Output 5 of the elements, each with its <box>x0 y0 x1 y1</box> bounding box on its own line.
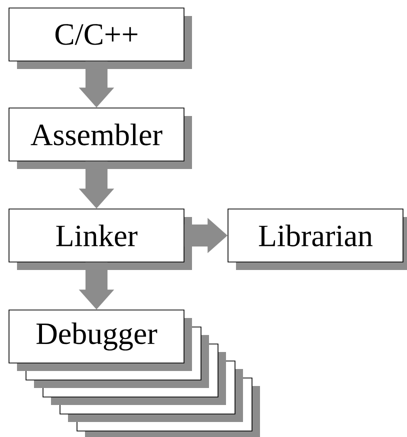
process-box: Assembler <box>8 108 192 169</box>
process-box: Debugger <box>8 310 192 371</box>
process-box: C/C++ <box>8 8 192 69</box>
process-box: Librarian <box>228 208 407 270</box>
process-box: Linker <box>8 208 192 270</box>
